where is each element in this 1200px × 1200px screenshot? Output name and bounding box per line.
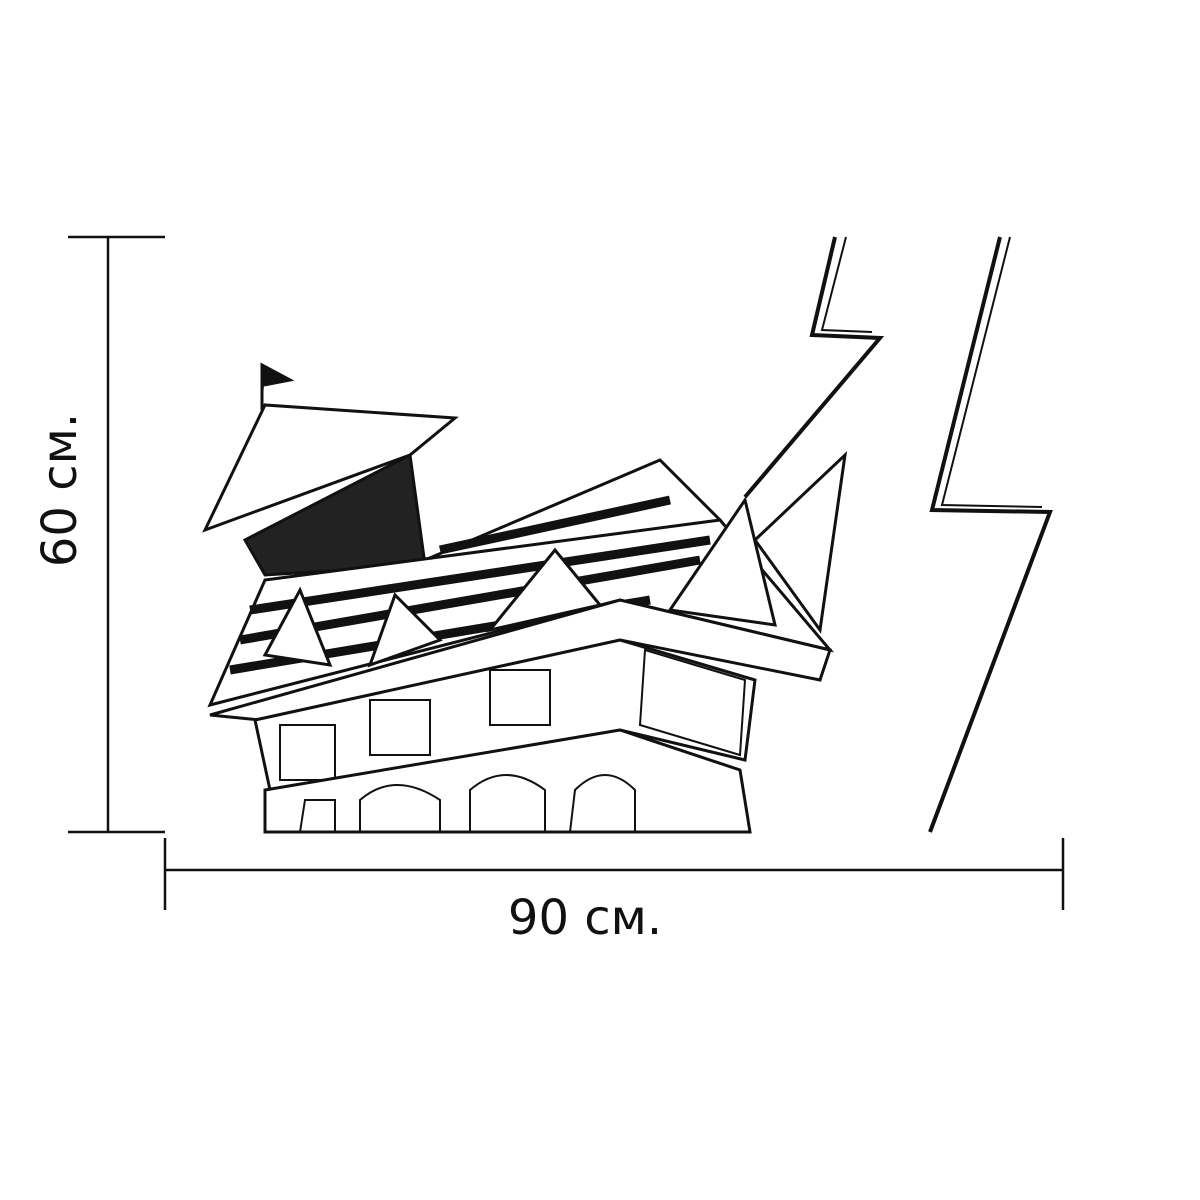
dormer-window-3 bbox=[486, 547, 603, 633]
flag-icon bbox=[260, 362, 295, 410]
ground-floor bbox=[263, 728, 752, 834]
tower-roof bbox=[202, 403, 459, 533]
dormer-window-1 bbox=[262, 586, 333, 667]
lightning-bolts bbox=[743, 236, 1053, 833]
side-roof bbox=[753, 450, 848, 634]
ground-arches bbox=[299, 774, 636, 833]
house bbox=[202, 362, 848, 834]
lightning-bolt-right bbox=[928, 236, 1053, 833]
lightning-bolt-left-inner bbox=[820, 236, 873, 333]
dormer-window-4 bbox=[667, 496, 777, 627]
upper-windows bbox=[279, 648, 747, 781]
height-dimension-label: 60 см. bbox=[32, 412, 88, 568]
lightning-bolt-left bbox=[743, 236, 885, 499]
width-dimension-label: 90 см. bbox=[507, 890, 663, 946]
dimension-lines bbox=[68, 235, 1065, 910]
dormer-window-2 bbox=[367, 592, 443, 668]
lightning-bolt-right-inner bbox=[940, 236, 1043, 508]
